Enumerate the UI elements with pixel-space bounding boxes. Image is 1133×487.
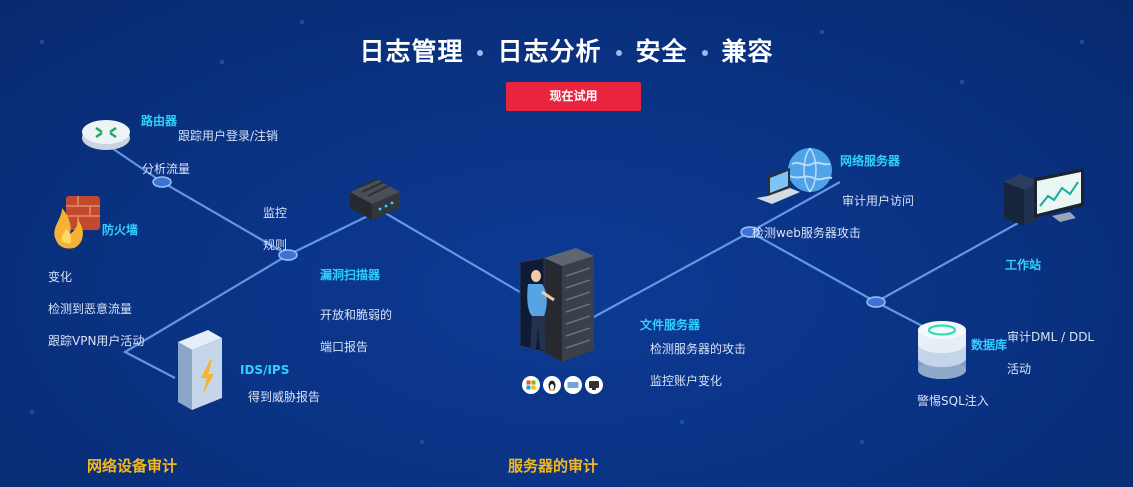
scanner-desc-2: 端口报告: [320, 340, 369, 354]
web-server-icon: [756, 147, 833, 204]
change-label: 变化: [48, 270, 73, 284]
analyze-traffic-label: 分析流量: [142, 162, 191, 176]
vpn-activity-label: 跟踪VPN用户活动: [48, 334, 145, 348]
firewall-icon: [54, 196, 100, 249]
database-label: 数据库: [971, 338, 1008, 352]
scanner-icon: [350, 178, 400, 220]
scanner-label: 漏洞扫描器: [320, 268, 381, 282]
router-desc: 跟踪用户登录/注销: [178, 129, 279, 143]
web-server-label: 网络服务器: [840, 154, 901, 168]
monitor-label: 监控: [263, 206, 288, 220]
link-scanner-fileserver: [287, 209, 381, 256]
web-server-desc-1: 审计用户访问: [842, 194, 915, 208]
database-desc-3: 警惕SQL注入: [917, 394, 989, 408]
file-server-desc-1: 检测服务器的攻击: [650, 342, 747, 356]
link-web-db: [749, 231, 877, 303]
workstation-label: 工作站: [1005, 258, 1042, 272]
malicious-traffic-label: 检测到恶意流量: [48, 302, 133, 316]
database-desc-2: 活动: [1007, 362, 1032, 376]
mac-icon: [585, 376, 603, 394]
server-audit-title: 服务器的审计: [508, 457, 599, 475]
database-desc-1: 审计DML / DDL: [1007, 330, 1095, 344]
network-audit-title: 网络设备审计: [87, 457, 178, 475]
workstation-icon: [1004, 168, 1084, 226]
node-dot: [866, 296, 886, 308]
file-server-label: 文件服务器: [640, 318, 701, 332]
ids-ips-icon: [178, 330, 222, 410]
try-now-button[interactable]: 现在试用: [506, 82, 641, 111]
page-title: 日志管理日志分析安全兼容: [359, 37, 774, 66]
link-db-workstation: [875, 221, 1021, 303]
ids-ips-desc: 得到威胁报告: [248, 390, 321, 404]
web-server-desc-2: 检测web服务器攻击: [752, 226, 861, 240]
node-dot: [740, 226, 760, 238]
ids-ips-label: IDS/IPS: [240, 363, 290, 377]
scanner-desc-1: 开放和脆弱的: [320, 308, 393, 322]
separator-dot: [701, 50, 708, 56]
separator-dot: [477, 50, 484, 56]
file-server-desc-2: 监控账户变化: [650, 374, 723, 388]
router-label: 路由器: [141, 114, 178, 128]
firewall-label: 防火墙: [102, 223, 139, 237]
windows-icon: [522, 376, 540, 394]
router-icon: [82, 120, 130, 150]
rules-label: 规则: [263, 238, 288, 252]
database-icon: [918, 321, 966, 379]
node-dot: [152, 176, 172, 188]
ibm-icon: [564, 376, 582, 394]
server-rack-icon: [519, 248, 594, 362]
separator-dot: [615, 50, 622, 56]
link-server-web: [591, 231, 751, 319]
node-dot: [278, 249, 298, 261]
linux-icon: [543, 376, 561, 394]
